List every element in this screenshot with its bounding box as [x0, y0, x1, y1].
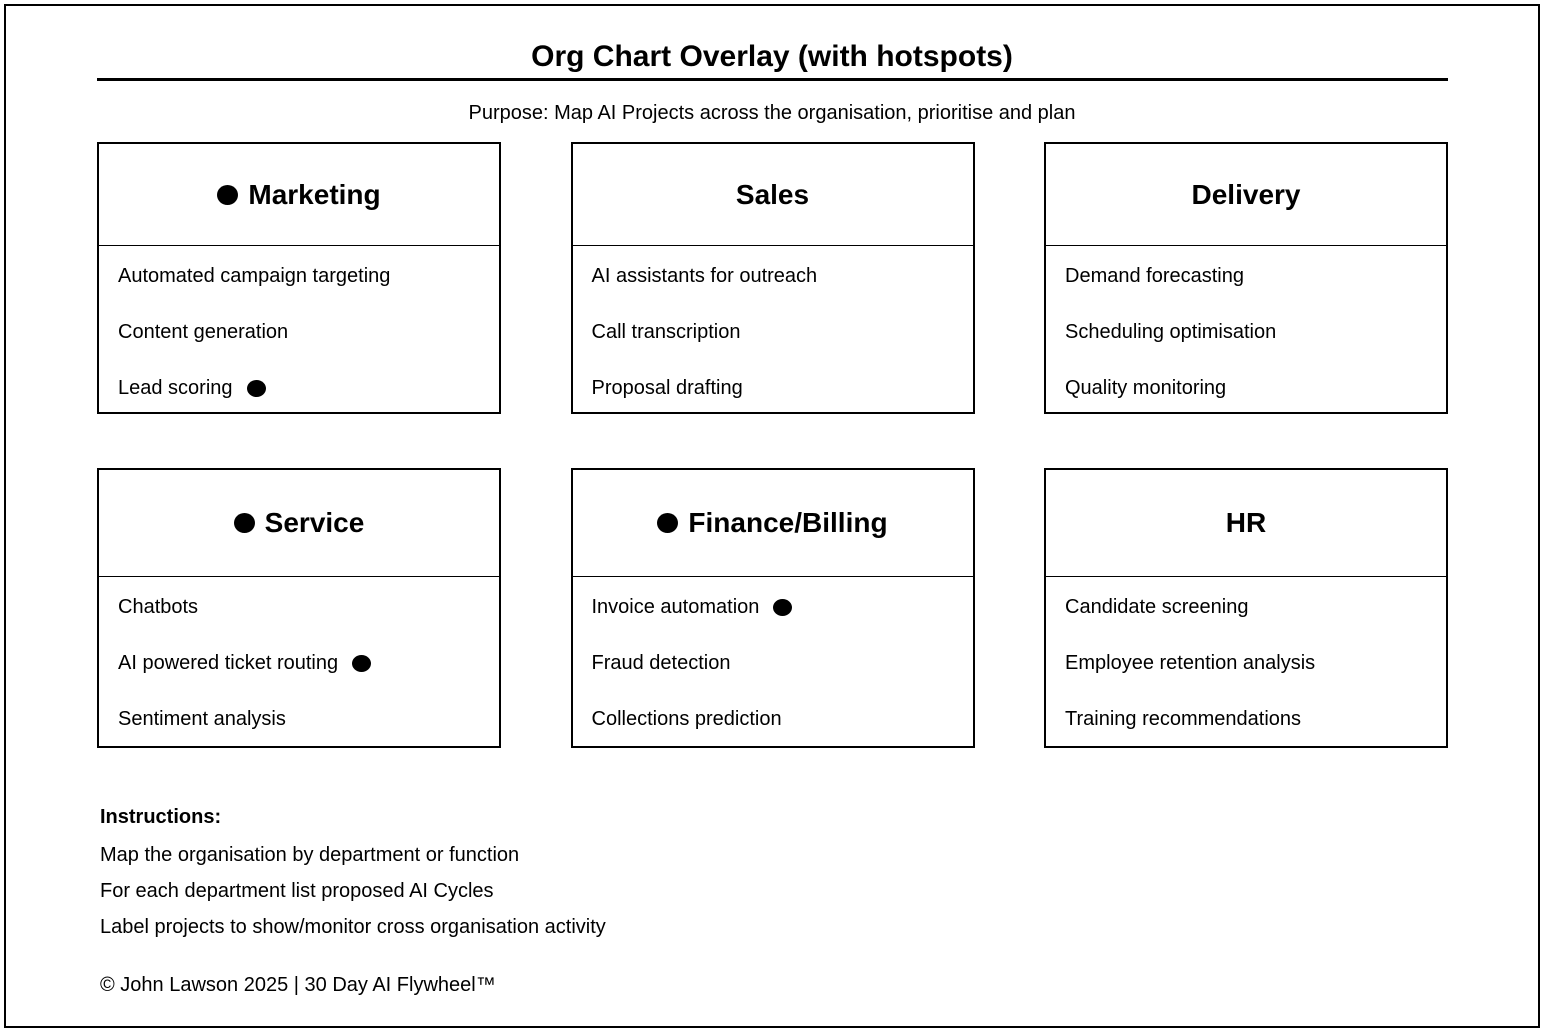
- instructions-section: Instructions: Map the organisation by de…: [100, 804, 1000, 950]
- project-label: Collections prediction: [591, 707, 782, 730]
- project-label: Training recommendations: [1065, 707, 1302, 730]
- hotspot-dot-icon[interactable]: [657, 513, 679, 533]
- project-item: Employee retention analysis: [1065, 635, 1432, 691]
- project-item: AI assistants for outreach: [592, 248, 959, 304]
- project-item: Demand forecasting: [1065, 248, 1432, 304]
- department-body: Automated campaign targeting Content gen…: [99, 246, 499, 416]
- project-item: Invoice automation: [592, 579, 959, 635]
- page-subtitle: Purpose: Map AI Projects across the orga…: [468, 102, 1076, 124]
- project-item: Lead scoring: [118, 360, 485, 416]
- project-item: Automated campaign targeting: [118, 248, 485, 304]
- copyright-footer: © John Lawson 2025 | 30 Day AI Flywheel™: [100, 974, 496, 996]
- page-canvas: Org Chart Overlay (with hotspots) Purpos…: [4, 4, 1540, 1028]
- hotspot-dot-icon[interactable]: [352, 654, 372, 672]
- department-header: HR: [1046, 470, 1446, 577]
- project-label: Chatbots: [118, 595, 199, 618]
- project-label: Scheduling optimisation: [1065, 320, 1277, 343]
- department-card-service: Service Chatbots AI powered ticket routi…: [97, 468, 501, 748]
- department-title: Delivery: [1191, 178, 1301, 210]
- project-item: Fraud detection: [592, 635, 959, 691]
- project-label: Proposal drafting: [591, 376, 743, 399]
- department-body: Invoice automation Fraud detection Colle…: [573, 577, 973, 747]
- project-item: Quality monitoring: [1065, 360, 1432, 416]
- department-card-delivery: Delivery Demand forecasting Scheduling o…: [1044, 142, 1448, 414]
- department-header: Finance/Billing: [572, 470, 973, 577]
- project-label: Content generation: [118, 320, 289, 343]
- project-label: Demand forecasting: [1065, 264, 1244, 287]
- department-body: Chatbots AI powered ticket routing Senti…: [99, 577, 499, 747]
- department-header: Delivery: [1046, 144, 1446, 246]
- department-body: Candidate screening Employee retention a…: [1046, 577, 1446, 747]
- department-title: HR: [1225, 507, 1267, 538]
- department-title: Sales: [735, 178, 810, 210]
- hotspot-dot-icon[interactable]: [773, 598, 793, 616]
- department-body: AI assistants for outreach Call transcri…: [573, 246, 973, 416]
- project-label: AI assistants for outreach: [591, 264, 818, 287]
- instruction-line: For each department list proposed AI Cyc…: [100, 880, 494, 902]
- project-label: Invoice automation: [591, 595, 760, 618]
- project-label: Candidate screening: [1065, 595, 1249, 618]
- project-label: Employee retention analysis: [1065, 651, 1316, 674]
- instructions-heading: Instructions:: [100, 806, 222, 828]
- project-label: Automated campaign targeting: [118, 264, 391, 287]
- project-label: Call transcription: [591, 320, 741, 343]
- department-body: Demand forecasting Scheduling optimisati…: [1046, 246, 1446, 416]
- hotspot-dot-icon[interactable]: [217, 184, 239, 205]
- project-item: Sentiment analysis: [118, 691, 485, 747]
- project-label: AI powered ticket routing: [118, 651, 339, 674]
- department-card-marketing: Marketing Automated campaign targeting C…: [97, 142, 501, 414]
- project-item: Chatbots: [118, 579, 485, 635]
- project-item: AI powered ticket routing: [118, 635, 485, 691]
- department-title: Service: [264, 507, 365, 538]
- project-item: Candidate screening: [1065, 579, 1432, 635]
- department-grid: Marketing Automated campaign targeting C…: [97, 142, 1448, 748]
- project-label: Quality monitoring: [1065, 376, 1227, 399]
- department-title: Marketing: [248, 178, 381, 210]
- instruction-line: Map the organisation by department or fu…: [100, 844, 520, 866]
- department-card-hr: HR Candidate screening Employee retentio…: [1044, 468, 1448, 748]
- project-label: Sentiment analysis: [118, 707, 286, 730]
- instruction-line: Label projects to show/monitor cross org…: [100, 916, 606, 938]
- project-item: Proposal drafting: [592, 360, 959, 416]
- project-item: Content generation: [118, 304, 485, 360]
- project-label: Lead scoring: [118, 376, 233, 399]
- hotspot-dot-icon[interactable]: [233, 513, 255, 533]
- title-divider: [97, 78, 1448, 81]
- department-card-sales: Sales AI assistants for outreach Call tr…: [570, 142, 975, 416]
- project-label: Fraud detection: [591, 651, 731, 674]
- department-card-finance-billing: Finance/Billing Invoice automation Fraud…: [570, 468, 975, 748]
- project-item: Training recommendations: [1065, 691, 1432, 747]
- department-header: Service: [99, 470, 499, 577]
- project-item: Scheduling optimisation: [1065, 304, 1432, 360]
- department-title: Finance/Billing: [688, 507, 888, 538]
- page-title: Org Chart Overlay (with hotspots): [531, 40, 1013, 73]
- project-item: Collections prediction: [592, 691, 959, 747]
- project-item: Call transcription: [592, 304, 959, 360]
- department-header: Sales: [572, 144, 973, 246]
- department-header: Marketing: [99, 144, 499, 246]
- hotspot-dot-icon[interactable]: [246, 379, 266, 397]
